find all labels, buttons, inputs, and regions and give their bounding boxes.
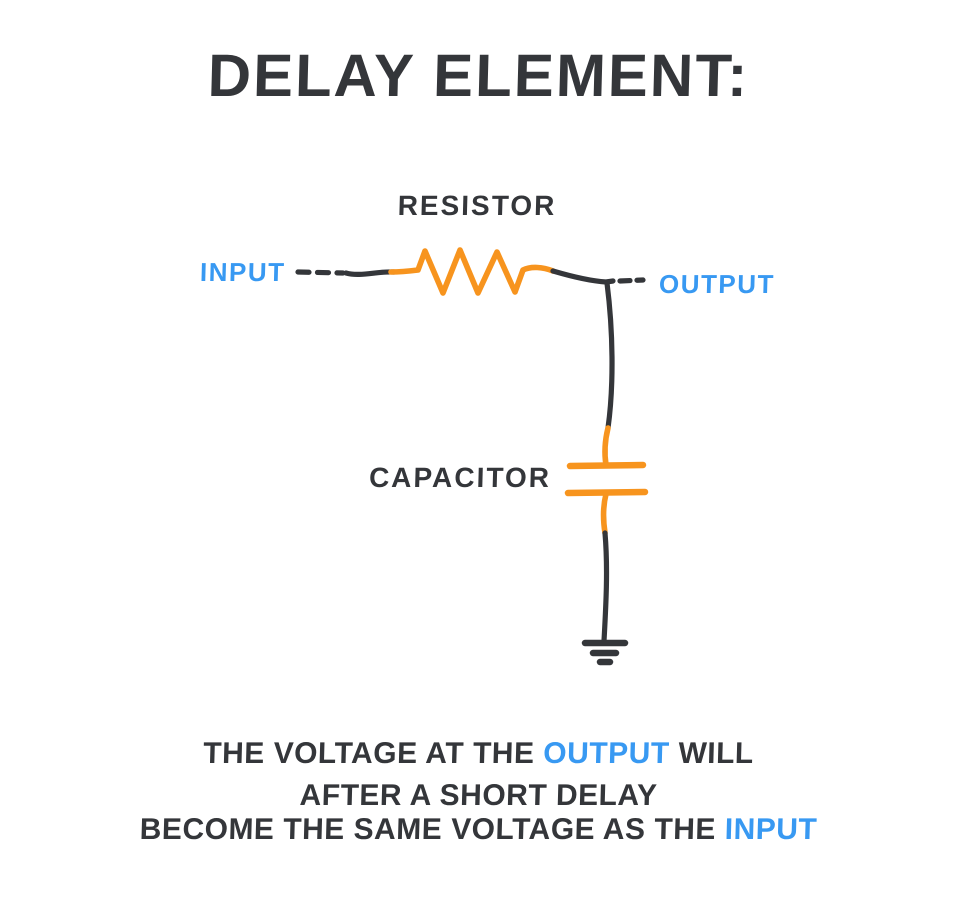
- output-dashed-wire: [617, 277, 646, 284]
- junction-to-capacitor-wire: [604, 280, 615, 431]
- output-wire: [550, 268, 616, 285]
- capacitor-top-plate: [566, 461, 647, 470]
- ground-symbol: [581, 639, 629, 666]
- capacitor-to-ground-wire: [601, 530, 610, 644]
- caption: THE VOLTAGE AT THE OUTPUT WILL AFTER A S…: [0, 737, 957, 846]
- caption-text: THE VOLTAGE AT THE: [202, 737, 544, 770]
- caption-text: WILL: [669, 737, 755, 770]
- caption-line-2: AFTER A SHORT DELAY: [299, 779, 658, 812]
- caption-input-ref: INPUT: [724, 813, 818, 846]
- caption-output-ref: OUTPUT: [542, 737, 671, 770]
- caption-line-1: THE VOLTAGE AT THE OUTPUT WILL: [0, 737, 957, 770]
- capacitor-top-lead: [602, 425, 611, 468]
- input-dashed-wire: [295, 269, 346, 276]
- input-wire: [343, 269, 397, 277]
- caption-text: BECOME THE SAME VOLTAGE AS THE: [139, 813, 726, 846]
- capacitor-bottom-lead: [600, 491, 609, 536]
- resistor-symbol: [388, 247, 556, 296]
- caption-line-3: BECOME THE SAME VOLTAGE AS THE INPUT: [0, 813, 957, 846]
